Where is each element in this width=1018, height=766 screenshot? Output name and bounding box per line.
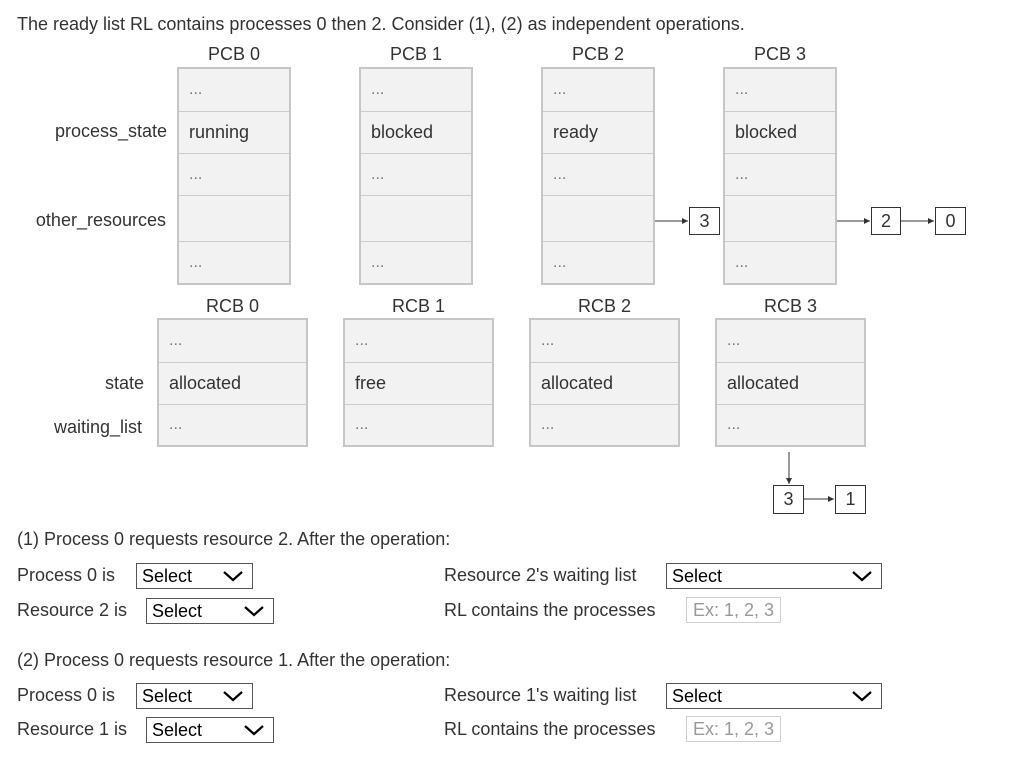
chevron-down-icon	[223, 691, 243, 702]
rcb-cell: ...	[345, 320, 492, 363]
pcb-2: ... ready ... ...	[541, 67, 655, 285]
question-1-heading: (1) Process 0 requests resource 2. After…	[17, 529, 451, 549]
q2-process-label: Process 0 is	[17, 685, 116, 705]
rcb-row-label-waiting-list: waiting_list	[53, 417, 142, 437]
select-value: Select	[672, 685, 723, 706]
intro-text: The ready list RL contains processes 0 t…	[17, 14, 745, 34]
q1-waiting-list-select[interactable]: Select	[666, 563, 882, 589]
chevron-down-icon	[223, 571, 243, 582]
q1-waiting-label: Resource 2's waiting list	[444, 565, 637, 585]
pcb-cell: ...	[553, 253, 567, 271]
pcb-cell: ...	[179, 69, 289, 112]
pcb-cell: ...	[543, 69, 653, 112]
pcb-cell: ...	[189, 253, 203, 271]
pcb-process-state: ready	[543, 112, 653, 154]
q2-resource-label: Resource 1 is	[17, 719, 128, 739]
q1-resource-label: Resource 2 is	[17, 600, 128, 620]
pcb-process-state: running	[179, 112, 289, 154]
pcb-other-resources	[179, 196, 289, 242]
select-value: Select	[142, 685, 193, 706]
rcb-waiting-list: ...	[727, 416, 741, 433]
q2-rl-input[interactable]	[686, 716, 781, 742]
q1-process-label: Process 0 is	[17, 565, 116, 585]
rcb-row-label-state: state	[104, 373, 144, 393]
select-value: Select	[152, 719, 203, 740]
pcb-cell: ...	[179, 154, 289, 196]
pcb-cell: ...	[725, 69, 835, 112]
pcb-other-resources	[543, 196, 653, 242]
rcb-waiting-list: ...	[169, 416, 183, 433]
q1-process-state-select[interactable]: Select	[136, 563, 253, 589]
pcb-cell: ...	[543, 154, 653, 196]
rcb3-waiting-node: 1	[835, 485, 866, 514]
chevron-down-icon	[852, 571, 872, 582]
q1-resource-state-select[interactable]: Select	[146, 598, 274, 624]
rcb-2-title: RCB 2	[577, 296, 631, 316]
pcb-other-resources	[361, 196, 471, 242]
q2-process-state-select[interactable]: Select	[136, 683, 253, 709]
rcb-waiting-list: ...	[355, 416, 369, 433]
pcb3-resource-node: 2	[871, 207, 901, 235]
pcb-0: ... running ... ...	[177, 67, 291, 285]
rcb-0: ... allocated ...	[157, 318, 308, 447]
rcb-cell: ...	[159, 320, 306, 363]
select-value: Select	[672, 565, 723, 586]
rcb-cell: ...	[717, 320, 864, 363]
pcb-row-label-other-resources: other_resources	[35, 210, 166, 230]
rcb-2: ... allocated ...	[529, 318, 680, 447]
question-2-heading: (2) Process 0 requests resource 1. After…	[17, 650, 451, 670]
pcb-cell: ...	[725, 154, 835, 196]
pcb-3: ... blocked ... ...	[723, 67, 837, 285]
pcb-cell: ...	[371, 253, 385, 271]
select-value: Select	[142, 565, 193, 586]
q2-waiting-list-select[interactable]: Select	[666, 683, 882, 709]
pcb-cell: ...	[361, 154, 471, 196]
pcb-2-title: PCB 2	[571, 44, 625, 64]
q2-waiting-label: Resource 1's waiting list	[444, 685, 637, 705]
select-value: Select	[152, 600, 203, 621]
rcb-state: allocated	[159, 363, 306, 405]
rcb-state: allocated	[717, 363, 864, 405]
pcb2-resource-node: 3	[689, 207, 720, 235]
rcb-1-title: RCB 1	[391, 296, 445, 316]
pcb-process-state: blocked	[361, 112, 471, 154]
rcb-0-title: RCB 0	[205, 296, 259, 316]
rcb-state: allocated	[531, 363, 678, 405]
chevron-down-icon	[244, 725, 264, 736]
q2-resource-state-select[interactable]: Select	[146, 717, 274, 743]
q1-rl-input[interactable]	[686, 597, 781, 623]
q1-rl-label: RL contains the processes	[444, 600, 656, 620]
pcb-process-state: blocked	[725, 112, 835, 154]
pcb-row-label-process-state: process_state	[54, 121, 167, 141]
rcb-3: ... allocated ...	[715, 318, 866, 447]
rcb-state: free	[345, 363, 492, 405]
pcb-1-title: PCB 1	[389, 44, 443, 64]
pcb-cell: ...	[361, 69, 471, 112]
pcb-3-title: PCB 3	[753, 44, 807, 64]
chevron-down-icon	[852, 691, 872, 702]
pcb-1: ... blocked ... ...	[359, 67, 473, 285]
pcb-other-resources	[725, 196, 835, 242]
rcb-1: ... free ...	[343, 318, 494, 447]
rcb3-waiting-node: 3	[773, 485, 804, 514]
pcb-cell: ...	[735, 253, 749, 271]
rcb-3-title: RCB 3	[763, 296, 817, 316]
chevron-down-icon	[244, 606, 264, 617]
pcb-0-title: PCB 0	[207, 44, 261, 64]
rcb-cell: ...	[531, 320, 678, 363]
q2-rl-label: RL contains the processes	[444, 719, 656, 739]
pcb3-resource-node: 0	[935, 207, 966, 235]
rcb-waiting-list: ...	[541, 416, 555, 433]
